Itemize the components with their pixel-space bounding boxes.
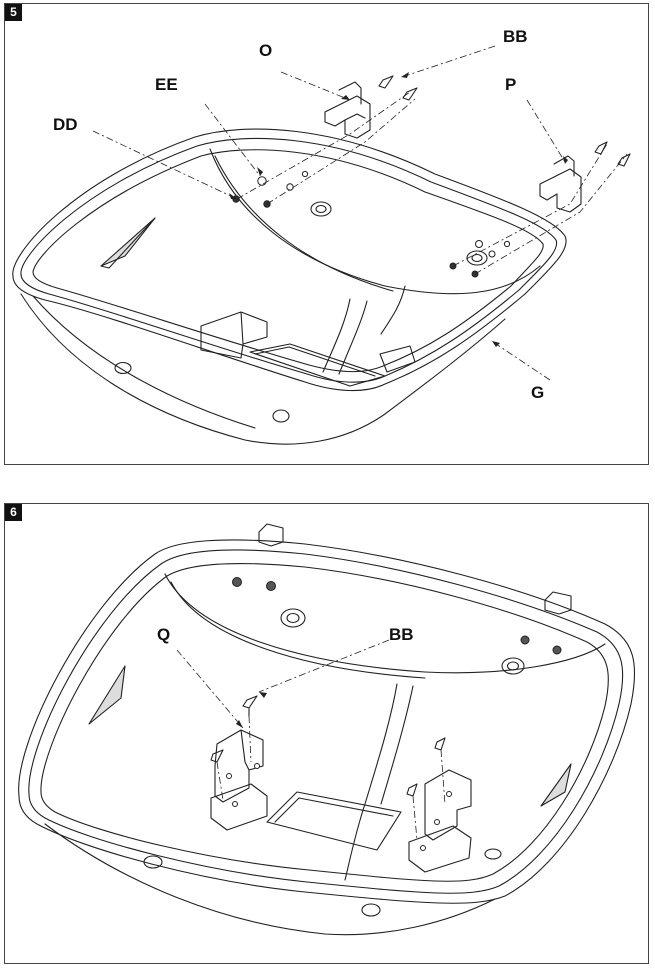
- washer-4: [475, 240, 483, 248]
- label-ee: EE: [155, 75, 178, 94]
- screw-p-1: [594, 141, 608, 155]
- front-bracket-left: [200, 311, 268, 359]
- label-bb: BB: [389, 625, 414, 644]
- tray-outer-rim: [12, 128, 567, 392]
- installed-bracket-right: [544, 591, 572, 615]
- washer-2: [286, 183, 294, 191]
- step-number-badge: 6: [5, 504, 22, 521]
- bracket-o: [324, 95, 371, 139]
- bracket-right-lower: [424, 769, 472, 841]
- washer-ee-1: [257, 176, 267, 186]
- tray-cutout: [249, 343, 386, 387]
- nut-2: [266, 581, 276, 591]
- step-5-panel: 5: [4, 3, 649, 465]
- tray-lower-shell: [44, 823, 496, 936]
- installed-bracket-left: [258, 523, 284, 547]
- step-5-diagram: O BB EE P DD G: [12, 27, 631, 445]
- screw-bb: [242, 695, 258, 717]
- screw-p-2: [617, 153, 631, 167]
- tray-lower-shell: [20, 293, 506, 445]
- reflector-diamond-left: [88, 665, 126, 725]
- washer-3: [301, 170, 309, 178]
- bracket-q: [214, 729, 264, 803]
- reflector-diamond: [100, 217, 156, 267]
- step-number-badge: 5: [5, 4, 22, 21]
- label-q: Q: [157, 625, 170, 644]
- bracket-p: [539, 168, 582, 213]
- step-6-diagram: Q BB: [18, 523, 636, 936]
- screw-o-1: [378, 75, 394, 89]
- nut-3: [520, 635, 530, 645]
- step-6-panel: 6: [4, 503, 649, 964]
- screw-o-2: [402, 87, 418, 101]
- tray-outer-rim: [18, 539, 636, 904]
- nut-1: [232, 577, 242, 587]
- label-g: G: [531, 383, 544, 402]
- label-dd: DD: [53, 115, 78, 134]
- washer-6: [503, 240, 511, 248]
- label-o: O: [259, 41, 272, 60]
- label-p: P: [505, 75, 516, 94]
- reflector-diamond-right: [540, 763, 572, 807]
- tray-cutout: [266, 791, 402, 851]
- label-bb: BB: [503, 27, 528, 46]
- washer-5: [488, 250, 496, 258]
- nut-4: [552, 645, 562, 655]
